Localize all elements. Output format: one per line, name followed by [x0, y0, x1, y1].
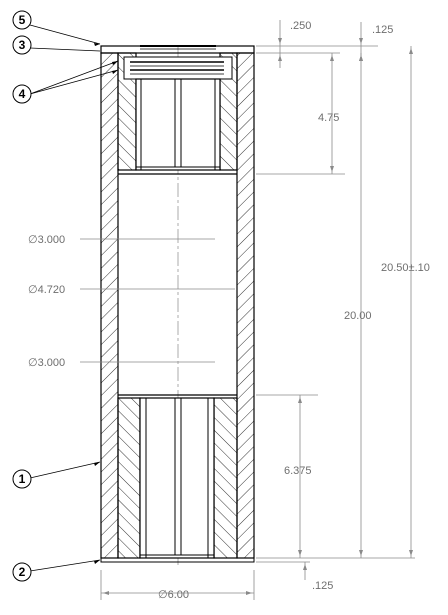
top-cap [100, 45, 255, 54]
tube-body [100, 45, 255, 565]
balloon-5: 5 [12, 10, 32, 30]
dim-overall-length: 20.50±.10 [381, 262, 430, 274]
upper-insert [117, 52, 238, 175]
dim-inner-length: 20.00 [344, 310, 372, 322]
dimension-labels: .250 .125 4.75 ∅3.000 ∅4.720 ∅3.000 20.0… [28, 20, 430, 601]
lower-insert [100, 394, 255, 563]
dim-lower-bore-depth: 6.375 [284, 465, 312, 477]
balloon-3: 3 [12, 35, 32, 55]
svg-text:5: 5 [19, 13, 26, 27]
dim-outer-dia: ∅6.00 [158, 589, 189, 601]
svg-text:1: 1 [19, 472, 26, 486]
balloon-1: 1 [12, 469, 32, 489]
dim-cap-top: .250 [290, 20, 311, 32]
svg-text:4: 4 [19, 87, 26, 101]
dim-dia-upper: ∅3.000 [28, 234, 65, 246]
svg-text:2: 2 [19, 565, 26, 579]
dim-dia-lower: ∅3.000 [28, 357, 65, 369]
balloon-2: 2 [12, 562, 32, 582]
right-wall [236, 52, 255, 559]
dim-upper-bore-depth: 4.75 [318, 112, 339, 124]
balloon-callouts: 5 3 4 1 2 [12, 10, 119, 582]
dim-dia-center: ∅4.720 [28, 284, 65, 296]
dim-cap-right: .125 [372, 24, 393, 36]
dimension-arrows [103, 38, 413, 595]
svg-text:3: 3 [19, 38, 26, 52]
dim-bottom-cap: .125 [312, 580, 333, 592]
balloon-4: 4 [12, 84, 32, 104]
left-wall [100, 52, 119, 559]
